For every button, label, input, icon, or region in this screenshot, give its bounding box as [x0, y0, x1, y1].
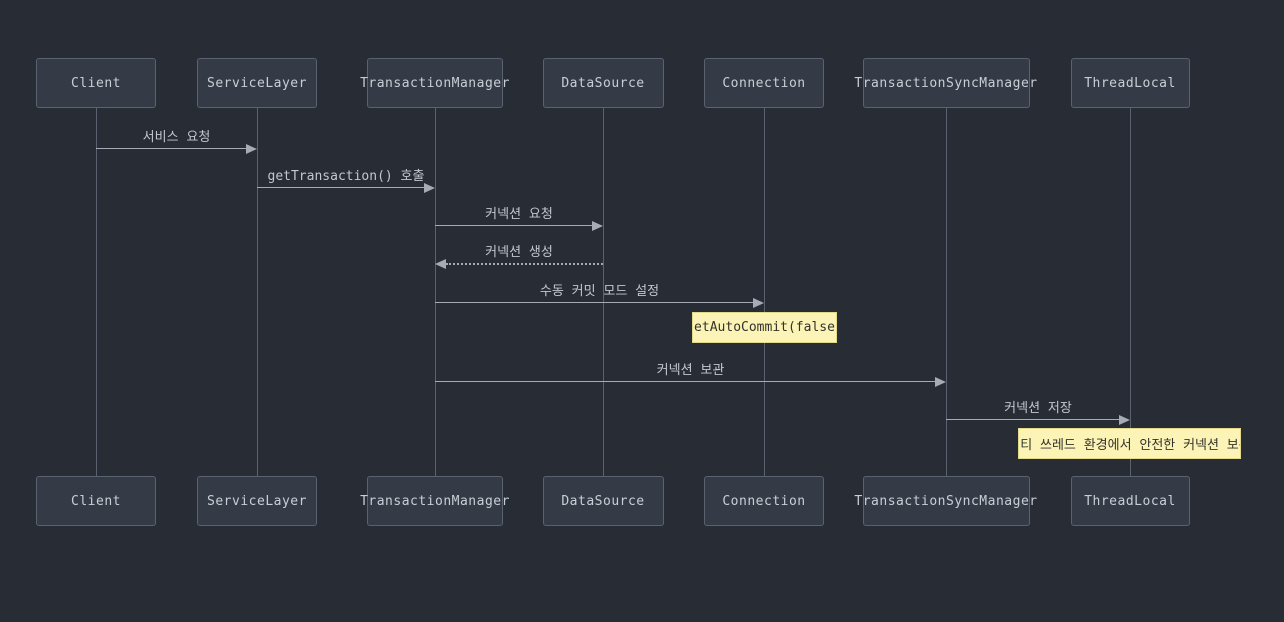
participant-box-top-connection: Connection — [704, 58, 824, 108]
arrowhead-icon — [435, 258, 446, 269]
participant-label: DataSource — [561, 493, 645, 509]
participant-label: Client — [71, 493, 121, 509]
participant-label: TransactionSyncManager — [854, 493, 1038, 509]
arrowhead-icon — [424, 182, 435, 193]
participant-label: Client — [71, 75, 121, 91]
lifeline-connection — [763, 108, 765, 477]
participant-label: ThreadLocal — [1084, 493, 1176, 509]
arrowhead-icon — [592, 220, 603, 231]
message-line-2 — [435, 225, 592, 226]
message-label-3: 커넥션 생성 — [485, 245, 553, 260]
participant-label: Connection — [722, 493, 806, 509]
participant-label: TransactionSyncManager — [854, 75, 1038, 91]
lifeline-client — [95, 108, 97, 477]
participant-label: DataSource — [561, 75, 645, 91]
message-label-0: 서비스 요청 — [142, 130, 211, 145]
message-label-5: 커넥션 보관 — [656, 363, 725, 378]
lifeline-transactionsyncmanager — [945, 108, 947, 477]
arrowhead-icon — [753, 297, 764, 308]
participant-box-bottom-threadlocal: ThreadLocal — [1070, 476, 1190, 526]
arrowhead-icon — [1119, 414, 1130, 425]
lifeline-transactionmanager — [434, 108, 436, 477]
participant-label: TransactionManager — [360, 493, 510, 509]
message-line-6 — [946, 419, 1119, 420]
message-label-1: getTransaction() 호출 — [267, 169, 425, 184]
lifeline-threadlocal — [1129, 108, 1131, 477]
participant-box-bottom-connection: Connection — [704, 476, 824, 526]
arrowhead-icon — [935, 376, 946, 387]
note-1: 멀티 쓰레드 환경에서 안전한 커넥션 보관 — [1018, 428, 1241, 459]
participant-box-top-servicelayer: ServiceLayer — [197, 58, 317, 108]
message-label-6: 커넥션 저장 — [1004, 401, 1072, 416]
lifeline-servicelayer — [256, 108, 258, 477]
message-line-5 — [435, 381, 935, 382]
message-line-1 — [257, 187, 424, 188]
participant-label: TransactionManager — [360, 75, 510, 91]
message-label-2: 커넥션 요청 — [485, 207, 553, 222]
participant-box-top-threadlocal: ThreadLocal — [1070, 58, 1190, 108]
note-0: setAutoCommit(false) — [692, 312, 837, 343]
lifeline-datasource — [602, 108, 604, 477]
participant-box-top-transactionsyncmanager: TransactionSyncManager — [854, 58, 1037, 108]
participant-label: ThreadLocal — [1084, 75, 1176, 91]
participant-box-top-datasource: DataSource — [542, 58, 664, 108]
participant-box-top-transactionmanager: TransactionManager — [360, 58, 509, 108]
participant-box-bottom-servicelayer: ServiceLayer — [197, 476, 317, 526]
participant-box-bottom-transactionmanager: TransactionManager — [360, 476, 509, 526]
participant-box-bottom-client: Client — [36, 476, 156, 526]
message-label-4: 수동 커밋 모드 설정 — [539, 284, 660, 299]
participant-box-top-client: Client — [36, 58, 156, 108]
participant-label: ServiceLayer — [207, 493, 307, 509]
message-line-0 — [96, 148, 246, 149]
message-line-3 — [446, 263, 603, 265]
arrowhead-icon — [246, 143, 257, 154]
participant-label: Connection — [722, 75, 806, 91]
participant-label: ServiceLayer — [207, 75, 307, 91]
participant-box-bottom-datasource: DataSource — [542, 476, 664, 526]
message-line-4 — [435, 302, 753, 303]
participant-box-bottom-transactionsyncmanager: TransactionSyncManager — [854, 476, 1037, 526]
